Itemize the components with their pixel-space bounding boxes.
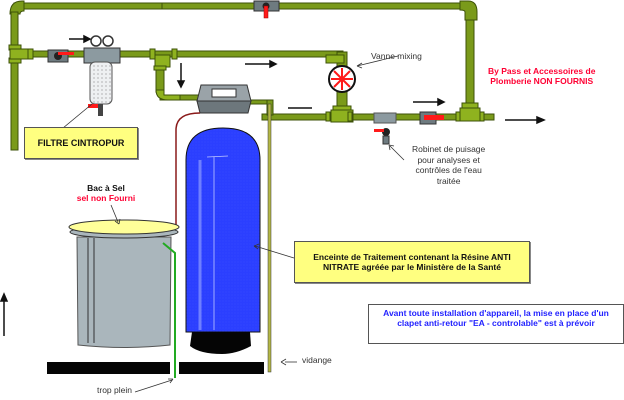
sampling-tap-line1: Robinet de puisage [412, 144, 486, 154]
resin-tank-line2: NITRATE agréée par le Ministère de la Sa… [323, 262, 501, 272]
arrow-right-icon [505, 115, 546, 125]
fitting [332, 105, 352, 111]
bypass-valve-top[interactable] [253, 0, 280, 19]
arrow-down-icon [176, 63, 186, 89]
pipe-top-bypass [13, 2, 163, 10]
brine-tank-label: Bac à Sel sel non Fourni [68, 183, 144, 204]
sampling-tap[interactable] [373, 112, 397, 145]
flow-arrows [0, 34, 546, 336]
mixing-valve-label: Vanne mixing [371, 51, 422, 61]
arrow-right-icon [245, 59, 278, 69]
warning-line1: Avant toute installation d'appareil, la … [383, 308, 609, 318]
pipe-right-vertical [465, 19, 475, 106]
callout-lines [62, 55, 405, 393]
fitting [459, 107, 481, 122]
pipe-top-bypass [161, 2, 468, 10]
cintropur-filter [83, 35, 121, 116]
overflow-tube [162, 242, 176, 378]
brine-tank [68, 219, 180, 348]
brine-tank-line1: Bac à Sel [87, 183, 125, 193]
control-head[interactable] [196, 84, 252, 114]
brine-tank-line2: sel non Fourni [76, 192, 136, 203]
pipe-elbow-top-right [459, 0, 478, 21]
fitting [479, 111, 485, 122]
outlet-valve[interactable] [419, 111, 444, 125]
fitting [149, 48, 156, 60]
resin-tank-label-box: Enceinte de Traitement contenant la Rési… [294, 241, 530, 283]
fitting [325, 54, 345, 64]
inlet-valve[interactable] [47, 49, 74, 63]
fitting [154, 54, 171, 68]
pressure-gauge-icon [102, 35, 114, 47]
arrow-right-icon [413, 97, 446, 107]
fitting [325, 111, 331, 122]
resin-tank [185, 127, 261, 354]
drain-label: vidange [302, 355, 332, 365]
warning-box: Avant toute installation d'appareil, la … [368, 304, 624, 344]
pressure-gauge-icon [90, 35, 102, 47]
fitting [153, 65, 167, 71]
filter-label: FILTRE CINTROPUR [37, 138, 125, 148]
mixing-valve[interactable] [328, 65, 356, 93]
warning-line2: clapet anti-retour "EA - controlable" es… [397, 318, 595, 328]
fitting [27, 48, 34, 60]
filter-label-box: FILTRE CINTROPUR [24, 127, 138, 159]
bypass-note-line1: By Pass et Accessoires de [488, 66, 596, 76]
resin-tank-line1: Enceinte de Traitement contenant la Rési… [313, 252, 511, 262]
pipe-left-riser [10, 11, 19, 151]
fitting [461, 102, 479, 109]
control-display [211, 88, 237, 98]
fitting [9, 48, 29, 60]
overflow-label: trop plein [97, 385, 132, 395]
floor-slab [179, 362, 264, 374]
brine-line [175, 112, 201, 226]
drain-tube [267, 103, 272, 373]
bypass-note: By Pass et Accessoires de Plomberie NON … [488, 66, 596, 87]
fitting-elbow [155, 89, 181, 101]
sampling-tap-line3: contrôles de l'eau [415, 165, 482, 176]
sampling-tap-line4: traitée [436, 175, 461, 186]
sampling-tap-line2: pour analyses et [417, 154, 480, 165]
arrow-up-icon [0, 292, 9, 336]
bypass-note-line2: Plomberie NON FOURNIS [490, 75, 594, 86]
pipe-fittings [8, 44, 485, 123]
arrow-right-icon [69, 34, 92, 44]
fitting [171, 48, 178, 60]
fitting [455, 111, 461, 122]
floor-slab [47, 362, 170, 374]
sampling-tap-label: Robinet de puisage pour analyses et cont… [412, 144, 485, 187]
pipe-elbow-top-left [9, 0, 25, 15]
fitting [347, 111, 353, 122]
